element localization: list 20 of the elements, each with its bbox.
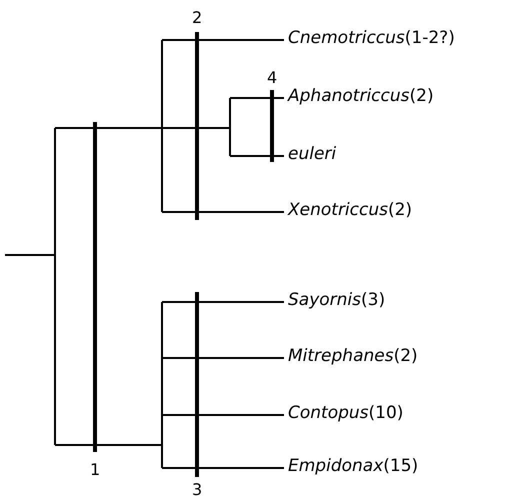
taxon-label: euleri <box>288 144 336 164</box>
taxon-label: Aphanotriccus(2) <box>288 86 434 106</box>
branch-line <box>162 467 284 469</box>
bar-number: 2 <box>192 9 202 27</box>
bar-number: 3 <box>192 481 202 499</box>
branch-line <box>230 97 284 99</box>
taxon-label: Xenotriccus(2) <box>288 200 412 220</box>
branch-line <box>162 301 284 303</box>
branch-line <box>162 211 284 213</box>
taxon-label: Contopus(10) <box>288 403 404 423</box>
taxon-label: Cnemotriccus(1-2?) <box>288 28 455 48</box>
taxon-label: Sayornis(3) <box>288 290 386 310</box>
branch-line <box>162 357 284 359</box>
taxon-label: Empidonax(15) <box>288 456 418 476</box>
branch-line <box>230 155 284 157</box>
bar-number: 1 <box>90 461 100 479</box>
branch-line <box>162 414 284 416</box>
bar-number: 4 <box>267 69 278 87</box>
taxon-label: Mitrephanes(2) <box>288 346 418 366</box>
branch-line <box>162 39 284 41</box>
